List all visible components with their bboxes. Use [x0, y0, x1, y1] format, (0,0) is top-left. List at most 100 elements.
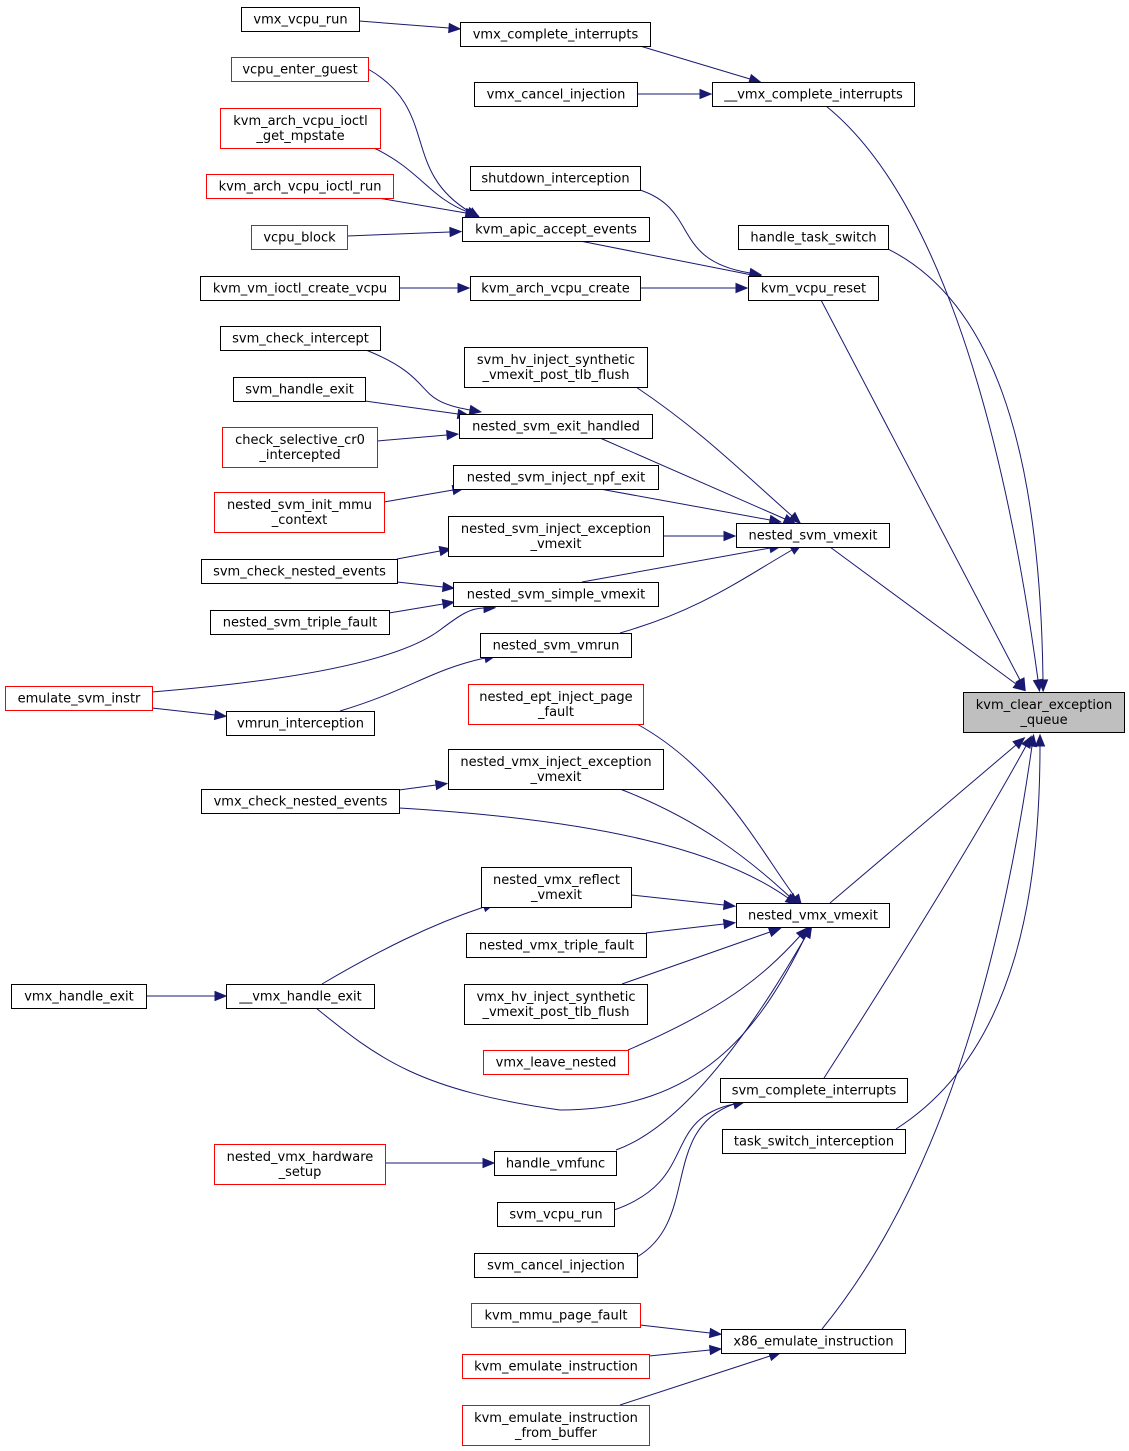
edge-nested_vmx_vmexit-to-kcq [829, 737, 1026, 904]
node-vmx-cancel-injection[interactable]: vmx_cancel_injection [474, 82, 638, 107]
node-label-line: kvm_emulate_instruction [474, 1360, 638, 1375]
node-vcpu-enter-guest[interactable]: vcpu_enter_guest [231, 57, 369, 82]
node-kvm-arch-vcpu-ioctl-run[interactable]: kvm_arch_vcpu_ioctl_run [206, 174, 394, 199]
node-box [466, 933, 647, 958]
arrowhead-icon [722, 918, 737, 930]
node-nested-vmx-hardware-setup[interactable]: nested_vmx_hardware_setup [214, 1144, 386, 1185]
node-box [448, 749, 664, 790]
node-vcpu-block[interactable]: vcpu_block [251, 225, 348, 250]
node-nested-ept-inject-page-fault[interactable]: nested_ept_inject_page_fault [468, 684, 644, 725]
edge-line [636, 723, 796, 898]
node---vmx-complete-interrupts[interactable]: __vmx_complete_interrupts [712, 82, 915, 107]
node-nested-svm-vmrun[interactable]: nested_svm_vmrun [480, 633, 632, 658]
edge-kvm_vm_ioctl_create_vcpu-to-kvm_arch_vcpu_create [399, 282, 471, 294]
node-kvm-apic-accept-events[interactable]: kvm_apic_accept_events [462, 217, 650, 242]
node-kvm-vm-ioctl-create-vcpu[interactable]: kvm_vm_ioctl_create_vcpu [200, 276, 400, 301]
node-box [748, 276, 879, 301]
edge-kvm_emulate_instruction-to-x86_emulate_instruction [648, 1344, 723, 1357]
edge-emulate_svm_instr-to-vmrun_interception [151, 707, 228, 721]
node-box [200, 276, 400, 301]
node-vmx-check-nested-events[interactable]: vmx_check_nested_events [201, 789, 400, 814]
node-box [722, 1129, 906, 1154]
edge-line [619, 788, 791, 898]
node-label-line: handle_task_switch [750, 231, 876, 246]
node-label-line: shutdown_interception [481, 172, 629, 187]
node-label-line: svm_check_intercept [232, 332, 369, 347]
edge-line [635, 386, 793, 517]
node-handle-vmfunc[interactable]: handle_vmfunc [494, 1151, 617, 1176]
node-label-line: vmx_hv_inject_synthetic [476, 990, 635, 1005]
node-nested-svm-simple-vmexit[interactable]: nested_svm_simple_vmexit [453, 582, 659, 607]
node-vmrun-interception[interactable]: vmrun_interception [226, 711, 375, 736]
node-task-switch-interception[interactable]: task_switch_interception [722, 1129, 906, 1154]
node-svm-check-nested-events[interactable]: svm_check_nested_events [201, 559, 398, 584]
node-label-line: emulate_svm_instr [18, 692, 141, 707]
node-kvm-arch-vcpu-create[interactable]: kvm_arch_vcpu_create [470, 276, 641, 301]
node-handle-task-switch[interactable]: handle_task_switch [738, 225, 889, 250]
node-nested-svm-init-mmu-context[interactable]: nested_svm_init_mmu_context [214, 492, 385, 533]
node-box [471, 1303, 641, 1328]
node-emulate-svm-instr[interactable]: emulate_svm_instr [5, 686, 153, 711]
node-svm-hv-inject-synthetic-vmexit-post-tlb-flush[interactable]: svm_hv_inject_synthetic_vmexit_post_tlb_… [464, 347, 648, 388]
node-nested-svm-vmexit[interactable]: nested_svm_vmexit [736, 523, 890, 548]
node-nested-vmx-reflect-vmexit[interactable]: nested_vmx_reflect_vmexit [481, 867, 632, 908]
node---vmx-handle-exit[interactable]: __vmx_handle_exit [226, 984, 375, 1009]
node-box [481, 867, 632, 908]
node-label-line: svm_cancel_injection [487, 1259, 625, 1274]
edge-kvm_arch_vcpu_ioctl_run-to-kvm_apic_accept_events [377, 197, 479, 219]
arrowhead-icon [1012, 737, 1026, 750]
node-label-line: _context [271, 513, 328, 528]
node-nested-vmx-inject-exception-vmexit[interactable]: nested_vmx_inject_exception_vmexit [448, 749, 664, 790]
edge-line [627, 935, 801, 1051]
edge-nested_svm_triple_fault-to-nested_svm_simple_vmexit [388, 598, 456, 614]
edge-vmx_handle_exit-to-__vmx_handle_exit [146, 990, 228, 1002]
node-vmx-handle-exit[interactable]: vmx_handle_exit [11, 984, 147, 1009]
edge-line [821, 745, 1033, 1330]
node-label-line: kvm_vm_ioctl_create_vcpu [213, 282, 387, 297]
edge-line [365, 349, 471, 411]
node-vmx-hv-inject-synthetic-vmexit-post-tlb-flush[interactable]: vmx_hv_inject_synthetic_vmexit_post_tlb_… [464, 984, 648, 1025]
node-kvm-arch-vcpu-ioctl-get-mpstate[interactable]: kvm_arch_vcpu_ioctl_get_mpstate [220, 108, 381, 149]
node-label-line: vcpu_block [263, 231, 336, 246]
node-nested-svm-inject-npf-exit[interactable]: nested_svm_inject_npf_exit [453, 465, 659, 490]
edge-line [346, 231, 451, 237]
node-kvm-emulate-instruction-from-buffer[interactable]: kvm_emulate_instruction_from_buffer [462, 1405, 650, 1446]
node-svm-check-intercept[interactable]: svm_check_intercept [220, 326, 381, 351]
node-nested-svm-inject-exception-vmexit[interactable]: nested_svm_inject_exception_vmexit [448, 516, 664, 557]
node-kvm-emulate-instruction[interactable]: kvm_emulate_instruction [462, 1354, 650, 1379]
node-vmx-leave-nested[interactable]: vmx_leave_nested [483, 1050, 629, 1075]
node-nested-svm-triple-fault[interactable]: nested_svm_triple_fault [210, 610, 390, 635]
node-nested-svm-exit-handled[interactable]: nested_svm_exit_handled [459, 414, 653, 439]
node-x86-emulate-instruction[interactable]: x86_emulate_instruction [721, 1329, 906, 1354]
node-box [963, 692, 1125, 733]
node-box [231, 57, 369, 82]
node-svm-cancel-injection[interactable]: svm_cancel_injection [474, 1253, 638, 1278]
node-vmx-complete-interrupts[interactable]: vmx_complete_interrupts [460, 22, 651, 47]
node-svm-complete-interrupts[interactable]: svm_complete_interrupts [720, 1078, 908, 1103]
node-label-line: nested_svm_init_mmu [227, 498, 372, 513]
node-kvm-mmu-page-fault[interactable]: kvm_mmu_page_fault [471, 1303, 641, 1328]
node-svm-vcpu-run[interactable]: svm_vcpu_run [497, 1202, 615, 1227]
node-nested-vmx-vmexit[interactable]: nested_vmx_vmexit [736, 903, 890, 928]
node-shutdown-interception[interactable]: shutdown_interception [470, 166, 641, 191]
node-check-selective-cr0-intercepted[interactable]: check_selective_cr0_intercepted [222, 427, 378, 468]
edge-kvm_mmu_page_fault-to-x86_emulate_instruction [639, 1324, 723, 1339]
node-svm-handle-exit[interactable]: svm_handle_exit [233, 377, 366, 402]
node-vmx-vcpu-run[interactable]: vmx_vcpu_run [241, 7, 360, 32]
node-nested-vmx-triple-fault[interactable]: nested_vmx_triple_fault [466, 933, 647, 958]
node-box [474, 1253, 638, 1278]
arrowhead-icon [448, 22, 462, 34]
edge-svm_vcpu_run-to-svm_complete_interrupts [613, 1098, 747, 1211]
edge-line [636, 1103, 735, 1258]
node-box [736, 523, 890, 548]
node-kvm-vcpu-reset[interactable]: kvm_vcpu_reset [748, 276, 879, 301]
edge-line [829, 546, 1017, 685]
arrowhead-icon [1012, 679, 1026, 692]
node-kcq[interactable]: kvm_clear_exception_queue [963, 692, 1125, 733]
edge-line [619, 549, 793, 634]
arrowhead-icon [482, 1157, 496, 1169]
node-label-line: nested_vmx_vmexit [748, 909, 878, 924]
node-box [210, 610, 390, 635]
edge-svm_check_nested_events-to-nested_svm_inject_exception_vmexit [396, 545, 453, 560]
edge-line [364, 400, 459, 415]
